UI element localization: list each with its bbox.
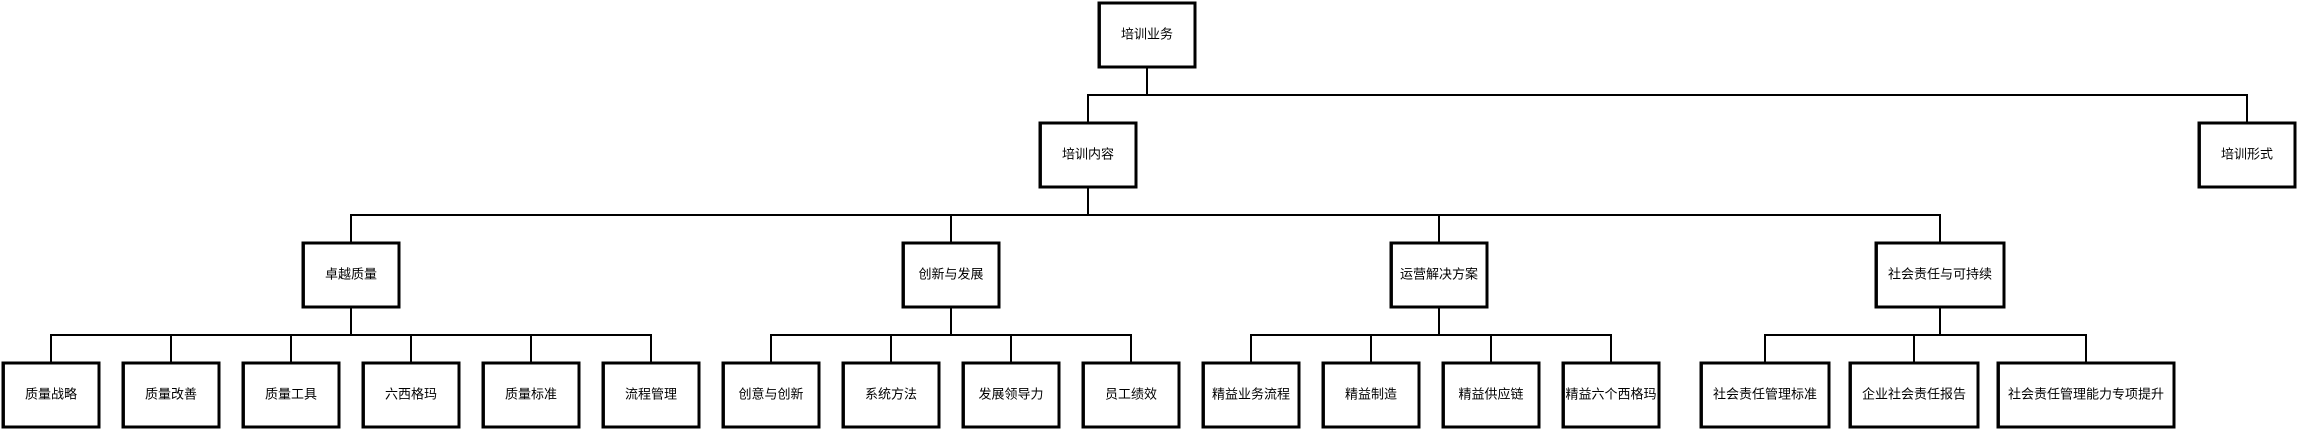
node-box-sketch-s2 [1851,361,1978,428]
node-box-sketch-o4 [1564,361,1659,428]
node-label-i2: 系统方法 [865,387,917,403]
node-box-sketch-i2 [844,361,939,428]
node-o3: 精益供应链 [1441,361,1541,429]
node-box-i3 [961,361,1061,429]
node-box-sketch-csr [1877,241,2004,308]
node-label-i4: 员工绩效 [1105,388,1157,403]
node-s3: 社会责任管理能力专项提升 [1996,361,2176,429]
node-s1: 社会责任管理标准 [1699,361,1831,429]
node-i2: 系统方法 [841,361,941,429]
node-q1: 质量战略 [1,361,101,429]
node-operations: 运营解决方案 [1389,241,1489,309]
node-q6: 流程管理 [601,361,701,429]
node-box-sketch-i3 [964,361,1059,428]
node-box-sketch-content [1041,121,1136,188]
node-label-i3: 发展领导力 [978,387,1043,403]
node-box-sketch-q2 [124,361,219,428]
node-label-o2: 精益制造 [1345,388,1397,403]
node-i3: 发展领导力 [961,361,1061,429]
node-label-s1: 社会责任管理标准 [1713,387,1817,403]
node-label-root: 培训业务 [1121,27,1173,43]
node-box-sketch-operations [1392,241,1487,308]
connector-lines [50,66,2248,364]
node-box-s2 [1848,361,1980,429]
node-box-sketch-quality [304,241,399,308]
node-box-o4 [1561,361,1661,429]
node-box-sketch-i1 [724,361,819,428]
node-i1: 创意与创新 [721,361,821,429]
node-label-q1: 质量战略 [25,387,77,403]
node-box-sketch-q6 [604,361,699,428]
node-label-quality: 卓越质量 [325,268,377,283]
node-box-sketch-innovation [904,241,999,308]
node-label-o3: 精益供应链 [1458,387,1523,403]
node-label-s3: 社会责任管理能力专项提升 [2008,387,2164,403]
node-box-sketch-q3 [244,361,339,428]
node-box-format [2197,121,2297,189]
node-s2: 企业社会责任报告 [1848,361,1980,429]
node-box-s3 [1996,361,2176,429]
node-box-sketch-format [2200,121,2295,188]
node-label-q6: 流程管理 [625,388,677,403]
node-box-sketch-s1 [1702,361,1829,428]
node-box-q2 [121,361,221,429]
node-o4: 精益六个西格玛 [1561,361,1661,429]
node-label-q4: 六西格玛 [385,387,437,403]
node-format: 培训形式 [2197,121,2297,189]
node-label-csr: 社会责任与可持续 [1888,267,1992,283]
node-q5: 质量标准 [481,361,581,429]
node-box-sketch-root [1100,1,1195,68]
node-box-sketch-s3 [1999,361,2174,428]
node-box-sketch-o3 [1444,361,1539,428]
node-label-o1: 精益业务流程 [1212,387,1290,403]
node-label-format: 培训形式 [2221,147,2273,163]
node-i4: 员工绩效 [1081,361,1181,429]
node-box-sketch-q4 [364,361,459,428]
node-label-content: 培训内容 [1062,147,1114,163]
node-q4: 六西格玛 [361,361,461,429]
node-label-o4: 精益六个西格玛 [1565,387,1656,403]
node-csr: 社会责任与可持续 [1874,241,2006,309]
node-q2: 质量改善 [121,361,221,429]
node-label-innovation: 创新与发展 [918,267,983,283]
node-o1: 精益业务流程 [1201,361,1301,429]
node-content: 培训内容 [1038,121,1138,189]
node-label-s2: 企业社会责任报告 [1862,387,1966,403]
node-label-i1: 创意与创新 [738,387,803,403]
node-box-sketch-i4 [1084,361,1179,428]
node-box-sketch-q5 [484,361,579,428]
node-box-sketch-o2 [1324,361,1419,428]
node-quality: 卓越质量 [301,241,401,309]
node-innovation: 创新与发展 [901,241,1001,309]
node-label-q3: 质量工具 [265,388,317,403]
node-label-q2: 质量改善 [145,387,197,403]
node-label-operations: 运营解决方案 [1400,267,1478,283]
node-root: 培训业务 [1097,1,1197,69]
node-box-root [1097,1,1197,69]
node-box-sketch-q1 [4,361,99,428]
node-box-sketch-o1 [1204,361,1299,428]
node-label-q5: 质量标准 [505,388,557,403]
node-q3: 质量工具 [241,361,341,429]
node-o2: 精益制造 [1321,361,1421,429]
node-box-q3 [241,361,341,429]
